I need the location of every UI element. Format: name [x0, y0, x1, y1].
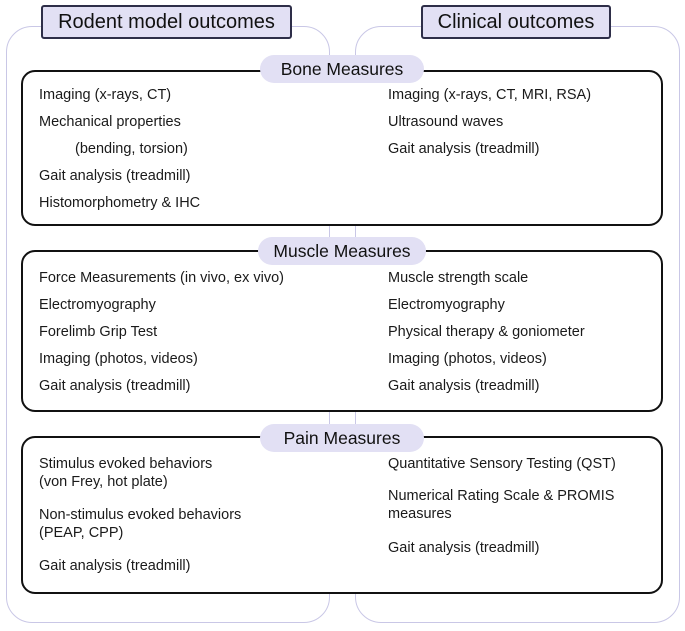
list-item: (von Frey, hot plate) [39, 474, 168, 490]
list-item: Physical therapy & goniometer [388, 324, 585, 340]
list-item: Gait analysis (treadmill) [39, 378, 191, 394]
list-item: Imaging (photos, videos) [39, 351, 198, 367]
list-item: Histomorphometry & IHC [39, 195, 201, 211]
list-item: Electromyography [388, 297, 505, 313]
muscle-measures-box [21, 250, 663, 412]
list-item: Forelimb Grip Test [39, 324, 158, 340]
bone-measures-box [21, 70, 663, 226]
list-item: Quantitative Sensory Testing (QST) [388, 456, 616, 472]
list-item: Electromyography [39, 297, 156, 313]
list-item: Gait analysis (treadmill) [39, 558, 191, 574]
list-item: Imaging (x-rays, CT, MRI, RSA) [388, 87, 592, 103]
list-item: (PEAP, CPP) [39, 525, 124, 541]
list-item: Gait analysis (treadmill) [388, 141, 540, 157]
pain-measures-box [21, 436, 663, 594]
list-item: Ultrasound waves [388, 114, 504, 130]
list-item: Force Measurements (in vivo, ex vivo) [39, 270, 284, 286]
list-item: Imaging (photos, videos) [388, 351, 547, 367]
list-item: Gait analysis (treadmill) [388, 540, 540, 556]
pain-measures-label: Pain Measures [260, 424, 424, 452]
muscle-measures-label: Muscle Measures [258, 237, 426, 265]
list-item: Gait analysis (treadmill) [388, 378, 540, 394]
list-item: Non-stimulus evoked behaviors [39, 507, 242, 523]
clinical-column-title: Clinical outcomes [421, 5, 611, 39]
rodent-column-title: Rodent model outcomes [41, 5, 292, 39]
list-item: Muscle strength scale [388, 270, 529, 286]
list-item: Imaging (x-rays, CT) [39, 87, 172, 103]
list-item: measures [388, 506, 452, 522]
list-item: Gait analysis (treadmill) [39, 168, 191, 184]
list-item: (bending, torsion) [75, 141, 188, 157]
bone-measures-label: Bone Measures [260, 55, 424, 83]
list-item: Numerical Rating Scale & PROMIS [388, 488, 615, 504]
list-item: Stimulus evoked behaviors [39, 456, 213, 472]
list-item: Mechanical properties [39, 114, 181, 130]
